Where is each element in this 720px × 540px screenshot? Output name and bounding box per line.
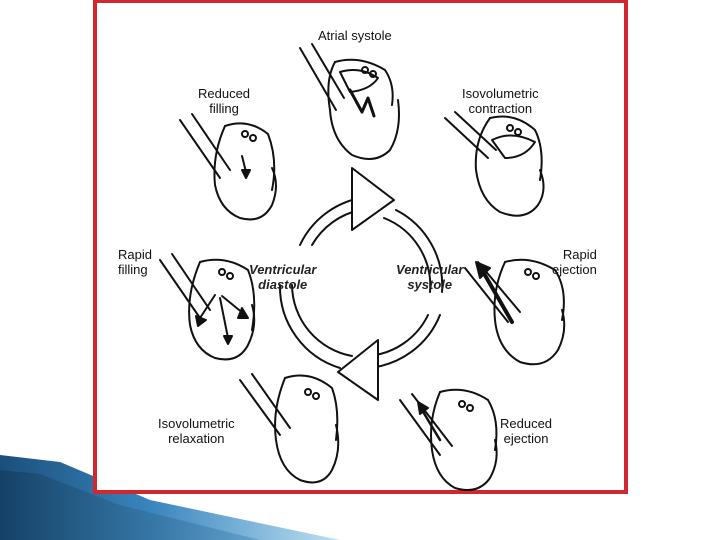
label-isovolumetric-contraction: Isovolumetric contraction <box>462 86 539 116</box>
label-reduced-filling: Reduced filling <box>198 86 251 116</box>
heart-rapid-ejection <box>464 258 566 366</box>
diagram-frame <box>93 0 628 494</box>
label-isovolumetric-relaxation: Isovolumetric relaxation <box>158 416 235 446</box>
heart-reduced-ejection <box>399 388 498 491</box>
label-atrial-systole: Atrial systole <box>318 28 392 43</box>
cycle-ring <box>278 197 444 369</box>
label-reduced-ejection: Reduced ejection <box>500 416 553 446</box>
heart-reduced-filling <box>179 113 277 221</box>
label-rapid-filling: Rapid filling <box>118 247 152 277</box>
heart-atrial-systole <box>299 43 400 160</box>
cycle-arrowheads <box>337 167 395 401</box>
heart-isovolumetric-contraction <box>444 111 545 217</box>
decorative-ribbon <box>0 455 340 540</box>
label-ventricular-systole: Ventricular systole <box>396 262 464 292</box>
heart-rapid-filling <box>159 253 256 361</box>
label-rapid-ejection: Rapid ejection <box>552 247 597 277</box>
heart-isovolumetric-relaxation <box>239 373 340 484</box>
label-ventricular-diastole: Ventricular diastole <box>249 262 317 292</box>
